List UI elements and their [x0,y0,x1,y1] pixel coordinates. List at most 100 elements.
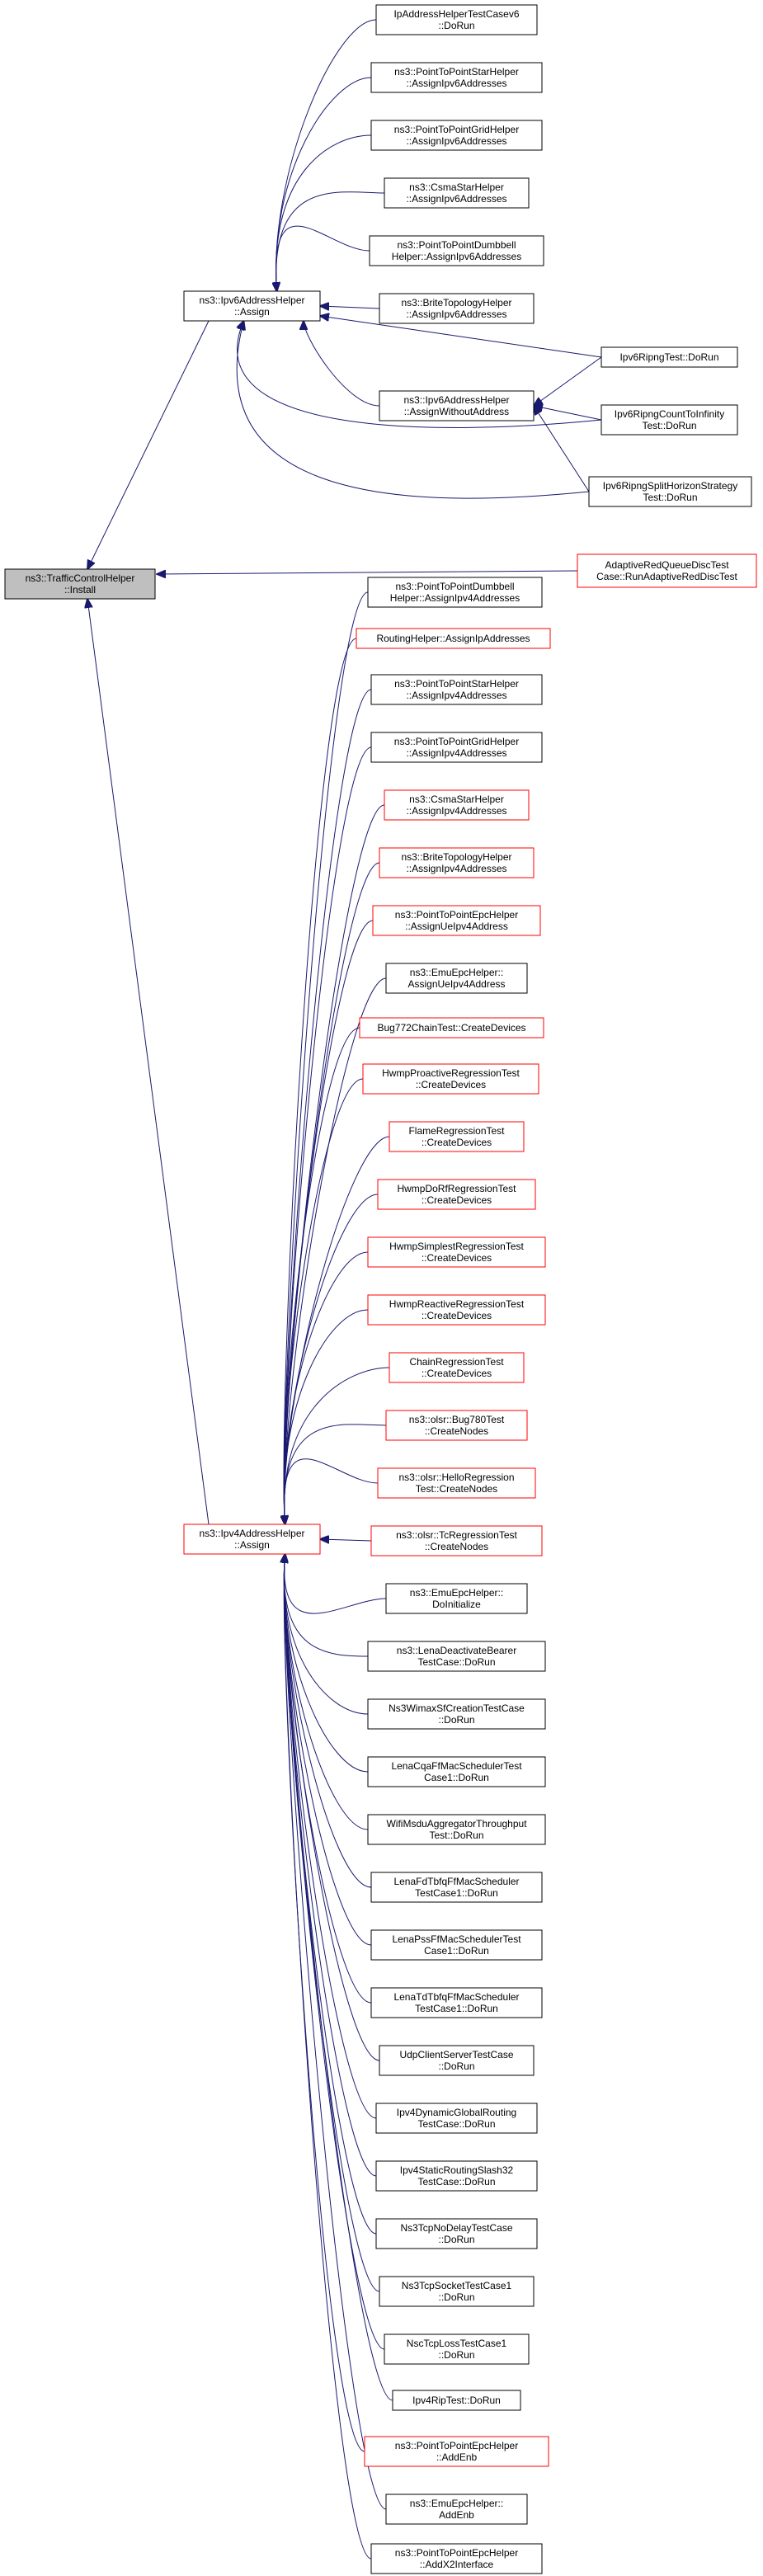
node-n-wimax[interactable]: Ns3WimaxSfCreationTestCase::DoRun [367,1698,546,1730]
node-n-csma6[interactable]: ns3::CsmaStarHelper::AssignIpv6Addresses [384,177,530,209]
node-n-ipah6[interactable]: IpAddressHelperTestCasev6::DoRun [375,4,538,35]
node-n-dumb4[interactable]: ns3::PointToPointDumbbellHelper::AssignI… [367,577,543,608]
node-box[interactable] [384,2333,530,2365]
node-box[interactable] [375,4,538,35]
node-box[interactable] [385,1583,528,1614]
node-n-without[interactable]: ns3::Ipv6AddressHelper::AssignWithoutAdd… [379,390,535,421]
node-box[interactable] [384,177,530,209]
node-ipv6assign[interactable]: ns3::Ipv6AddressHelper::Assign [183,290,321,322]
node-n-hwmpsimplest[interactable]: HwmpSimplestRegressionTest::CreateDevice… [367,1236,546,1268]
node-n-ptpgrid4[interactable]: ns3::PointToPointGridHelper::AssignIpv4A… [370,732,543,763]
node-box[interactable] [377,1467,536,1499]
node-n-emuinit[interactable]: ns3::EmuEpcHelper::DoInitialize [385,1583,528,1614]
node-n-csma4[interactable]: ns3::CsmaStarHelper::AssignIpv4Addresses [384,789,530,821]
node-box[interactable] [369,235,544,266]
node-box[interactable] [370,674,543,705]
node-n-ptpstar4[interactable]: ns3::PointToPointStarHelper::AssignIpv4A… [370,674,543,705]
node-n-epcue[interactable]: ns3::PointToPointEpcHelper::AssignUeIpv4… [372,905,541,936]
node-n-emuaddenb[interactable]: ns3::EmuEpcHelper::AddEnb [385,2494,528,2525]
node-box[interactable] [367,1698,546,1730]
node-box[interactable] [367,1814,546,1845]
node-n-flame[interactable]: FlameRegressionTest::CreateDevices [389,1121,525,1152]
node-n-udp[interactable]: UdpClientServerTestCase::DoRun [379,2045,535,2076]
node-box[interactable] [370,1525,543,1556]
node-n-x2[interactable]: ns3::PointToPointEpcHelper::AddX2Interfa… [370,2543,543,2574]
node-box[interactable] [389,1352,525,1383]
node-box[interactable] [375,2160,538,2192]
node-box[interactable] [370,2543,543,2574]
node-box[interactable] [379,293,535,324]
node-box[interactable] [367,1756,546,1787]
node-n-ripng[interactable]: Ipv6RipngTest::DoRun [601,346,738,368]
node-n-hwmpproact[interactable]: HwmpProactiveRegressionTest::CreateDevic… [362,1063,539,1095]
node-n-bug780[interactable]: ns3::olsr::Bug780Test::CreateNodes [385,1410,528,1441]
node-box[interactable] [372,905,541,936]
node-box[interactable] [367,1236,546,1268]
node-n-epcaddenb[interactable]: ns3::PointToPointEpcHelper::AddEnb [364,2436,549,2467]
node-box[interactable] [385,1410,528,1441]
node-box[interactable] [370,120,543,151]
node-box[interactable] [379,390,535,421]
node-n-adaptive[interactable]: AdaptiveRedQueueDiscTestCase::RunAdaptiv… [577,553,757,588]
node-box[interactable] [375,2103,538,2134]
node-box[interactable] [384,789,530,821]
node-box[interactable] [601,404,738,436]
node-box[interactable] [367,1294,546,1326]
node-box[interactable] [4,568,156,600]
node-n-routing[interactable]: RoutingHelper::AssignIpAddresses [356,628,551,649]
node-box[interactable] [362,1063,539,1095]
node-box[interactable] [377,1179,536,1210]
node-n-hwmpreact[interactable]: HwmpReactiveRegressionTest::CreateDevice… [367,1294,546,1326]
node-box[interactable] [379,2276,535,2307]
node-ipv4assign[interactable]: ns3::Ipv4AddressHelper::Assign [183,1523,321,1555]
node-box[interactable] [385,2494,528,2525]
node-box[interactable] [370,62,543,93]
node-n-hwmpdorf[interactable]: HwmpDoRfRegressionTest::CreateDevices [377,1179,536,1210]
node-box[interactable] [389,1121,525,1152]
node-box[interactable] [370,1987,543,2018]
node-box[interactable] [375,2218,538,2249]
node-n-tc[interactable]: ns3::olsr::TcRegressionTest::CreateNodes [370,1525,543,1556]
node-box[interactable] [385,963,528,994]
node-box[interactable] [379,2045,535,2076]
node-n-bug772[interactable]: Bug772ChainTest::CreateDevices [359,1017,544,1038]
node-box[interactable] [577,553,757,588]
node-n-ptpstar6[interactable]: ns3::PointToPointStarHelper::AssignIpv6A… [370,62,543,93]
node-box[interactable] [370,1872,543,1903]
node-box[interactable] [359,1017,544,1038]
node-box[interactable] [601,346,738,368]
node-box[interactable] [364,2436,549,2467]
node-n-tcpsocket[interactable]: Ns3TcpSocketTestCase1::DoRun [379,2276,535,2307]
node-box[interactable] [370,732,543,763]
node-box[interactable] [183,1523,321,1555]
node-n-ptpgrid6[interactable]: ns3::PointToPointGridHelper::AssignIpv6A… [370,120,543,151]
node-n-dumb6[interactable]: ns3::PointToPointDumbbellHelper::AssignI… [369,235,544,266]
node-box[interactable] [379,847,535,878]
node-n-nsctcploss[interactable]: NscTcpLossTestCase1::DoRun [384,2333,530,2365]
node-box[interactable] [588,476,752,507]
node-n-brite4[interactable]: ns3::BriteTopologyHelper::AssignIpv4Addr… [379,847,535,878]
node-n-rip4[interactable]: Ipv4RipTest::DoRun [392,2390,521,2411]
node-n-tcpnodelay[interactable]: Ns3TcpNoDelayTestCase::DoRun [375,2218,538,2249]
node-box[interactable] [367,577,543,608]
node-box[interactable] [367,1641,546,1672]
node-box[interactable] [370,1929,543,1961]
node-box[interactable] [356,628,551,649]
node-n-hello[interactable]: ns3::olsr::HelloRegressionTest::CreateNo… [377,1467,536,1499]
node-n-emuue[interactable]: ns3::EmuEpcHelper::AssignUeIpv4Address [385,963,528,994]
node-n-brite6[interactable]: ns3::BriteTopologyHelper::AssignIpv6Addr… [379,293,535,324]
node-box[interactable] [183,290,321,322]
node-n-chain[interactable]: ChainRegressionTest::CreateDevices [389,1352,525,1383]
node-root[interactable]: ns3::TrafficControlHelper::Install [4,568,156,600]
node-box[interactable] [392,2390,521,2411]
